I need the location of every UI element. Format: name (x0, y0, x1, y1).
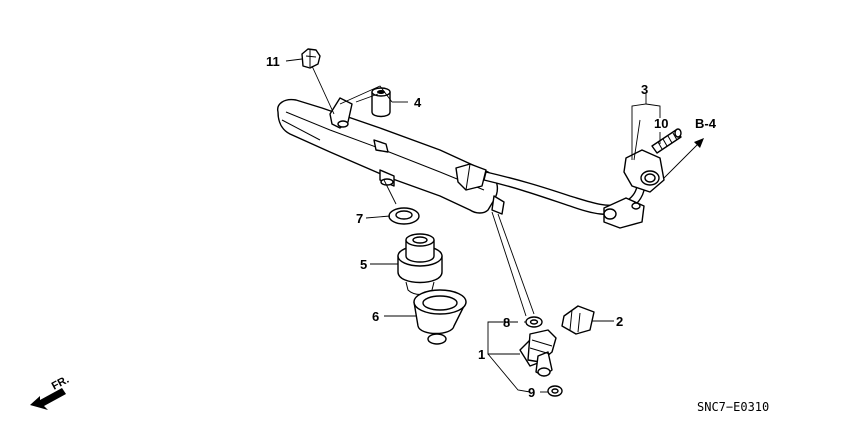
o-ring-part-9 (547, 385, 563, 397)
callout-11: 11 (266, 54, 280, 69)
o-ring-part-8 (525, 316, 543, 328)
fuel-injector-part-1 (519, 329, 557, 377)
callout-9: 9 (528, 385, 535, 400)
front-direction-arrow (30, 388, 66, 410)
callout-6: 6 (372, 309, 379, 324)
callout-7: 7 (356, 211, 363, 226)
callout-5: 5 (360, 257, 367, 272)
reference-label: B-4 (695, 116, 717, 131)
collar-part-4 (371, 87, 391, 118)
assembly-lines (311, 65, 641, 317)
fuel-rail (277, 97, 505, 215)
callout-1: 1 (478, 347, 485, 362)
diagram-code: SNC7−E0310 (697, 400, 769, 414)
reference-arrow (663, 138, 704, 179)
fuel-feed-pipe (483, 149, 665, 229)
callout-10: 10 (654, 116, 668, 131)
callout-2: 2 (616, 314, 623, 329)
callout-8: 8 (503, 315, 510, 330)
leader-lines (285, 58, 661, 393)
front-label: FR. (50, 374, 71, 393)
stud-bolt-part-10 (651, 128, 682, 154)
nut-part-11 (301, 48, 321, 69)
callout-4: 4 (414, 95, 422, 110)
seal-ring-part-7 (388, 207, 420, 225)
callout-3: 3 (641, 82, 648, 97)
seal-cup-part-6 (413, 289, 467, 345)
clip-part-2 (561, 305, 595, 335)
cushion-ring-part-5 (397, 233, 443, 295)
